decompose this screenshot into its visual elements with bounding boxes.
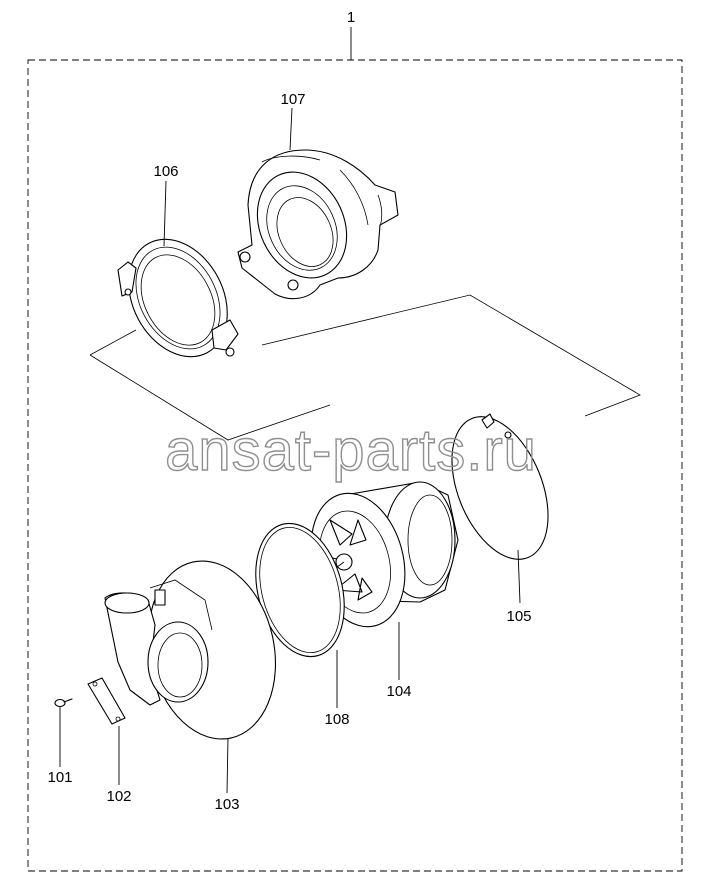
turbine-housing-107 <box>237 149 399 300</box>
compressor-housing-103 <box>104 560 277 740</box>
assembly-label: 1 <box>347 9 355 26</box>
label-106: 106 <box>153 163 178 180</box>
bracket-102 <box>87 677 126 725</box>
leader-103 <box>226 737 229 794</box>
label-104: 104 <box>386 683 411 700</box>
label-108: 108 <box>324 711 349 728</box>
watermark: ansat-parts.ru <box>165 418 537 483</box>
label-101: 101 <box>47 769 72 786</box>
screw-101 <box>54 698 73 708</box>
leader-106 <box>163 180 167 247</box>
snap-ring-105 <box>451 413 549 560</box>
assembly-frame <box>27 59 683 872</box>
cartridge-104 <box>310 481 459 628</box>
label-105: 105 <box>506 608 531 625</box>
part-labels: 101 102 103 104 105 106 107 108 <box>47 91 531 813</box>
label-107: 107 <box>280 91 305 108</box>
vband-clamp-106 <box>117 238 239 358</box>
leader-105 <box>517 549 521 604</box>
label-103: 103 <box>214 796 239 813</box>
label-102: 102 <box>106 788 131 805</box>
leader-107 <box>289 107 293 151</box>
